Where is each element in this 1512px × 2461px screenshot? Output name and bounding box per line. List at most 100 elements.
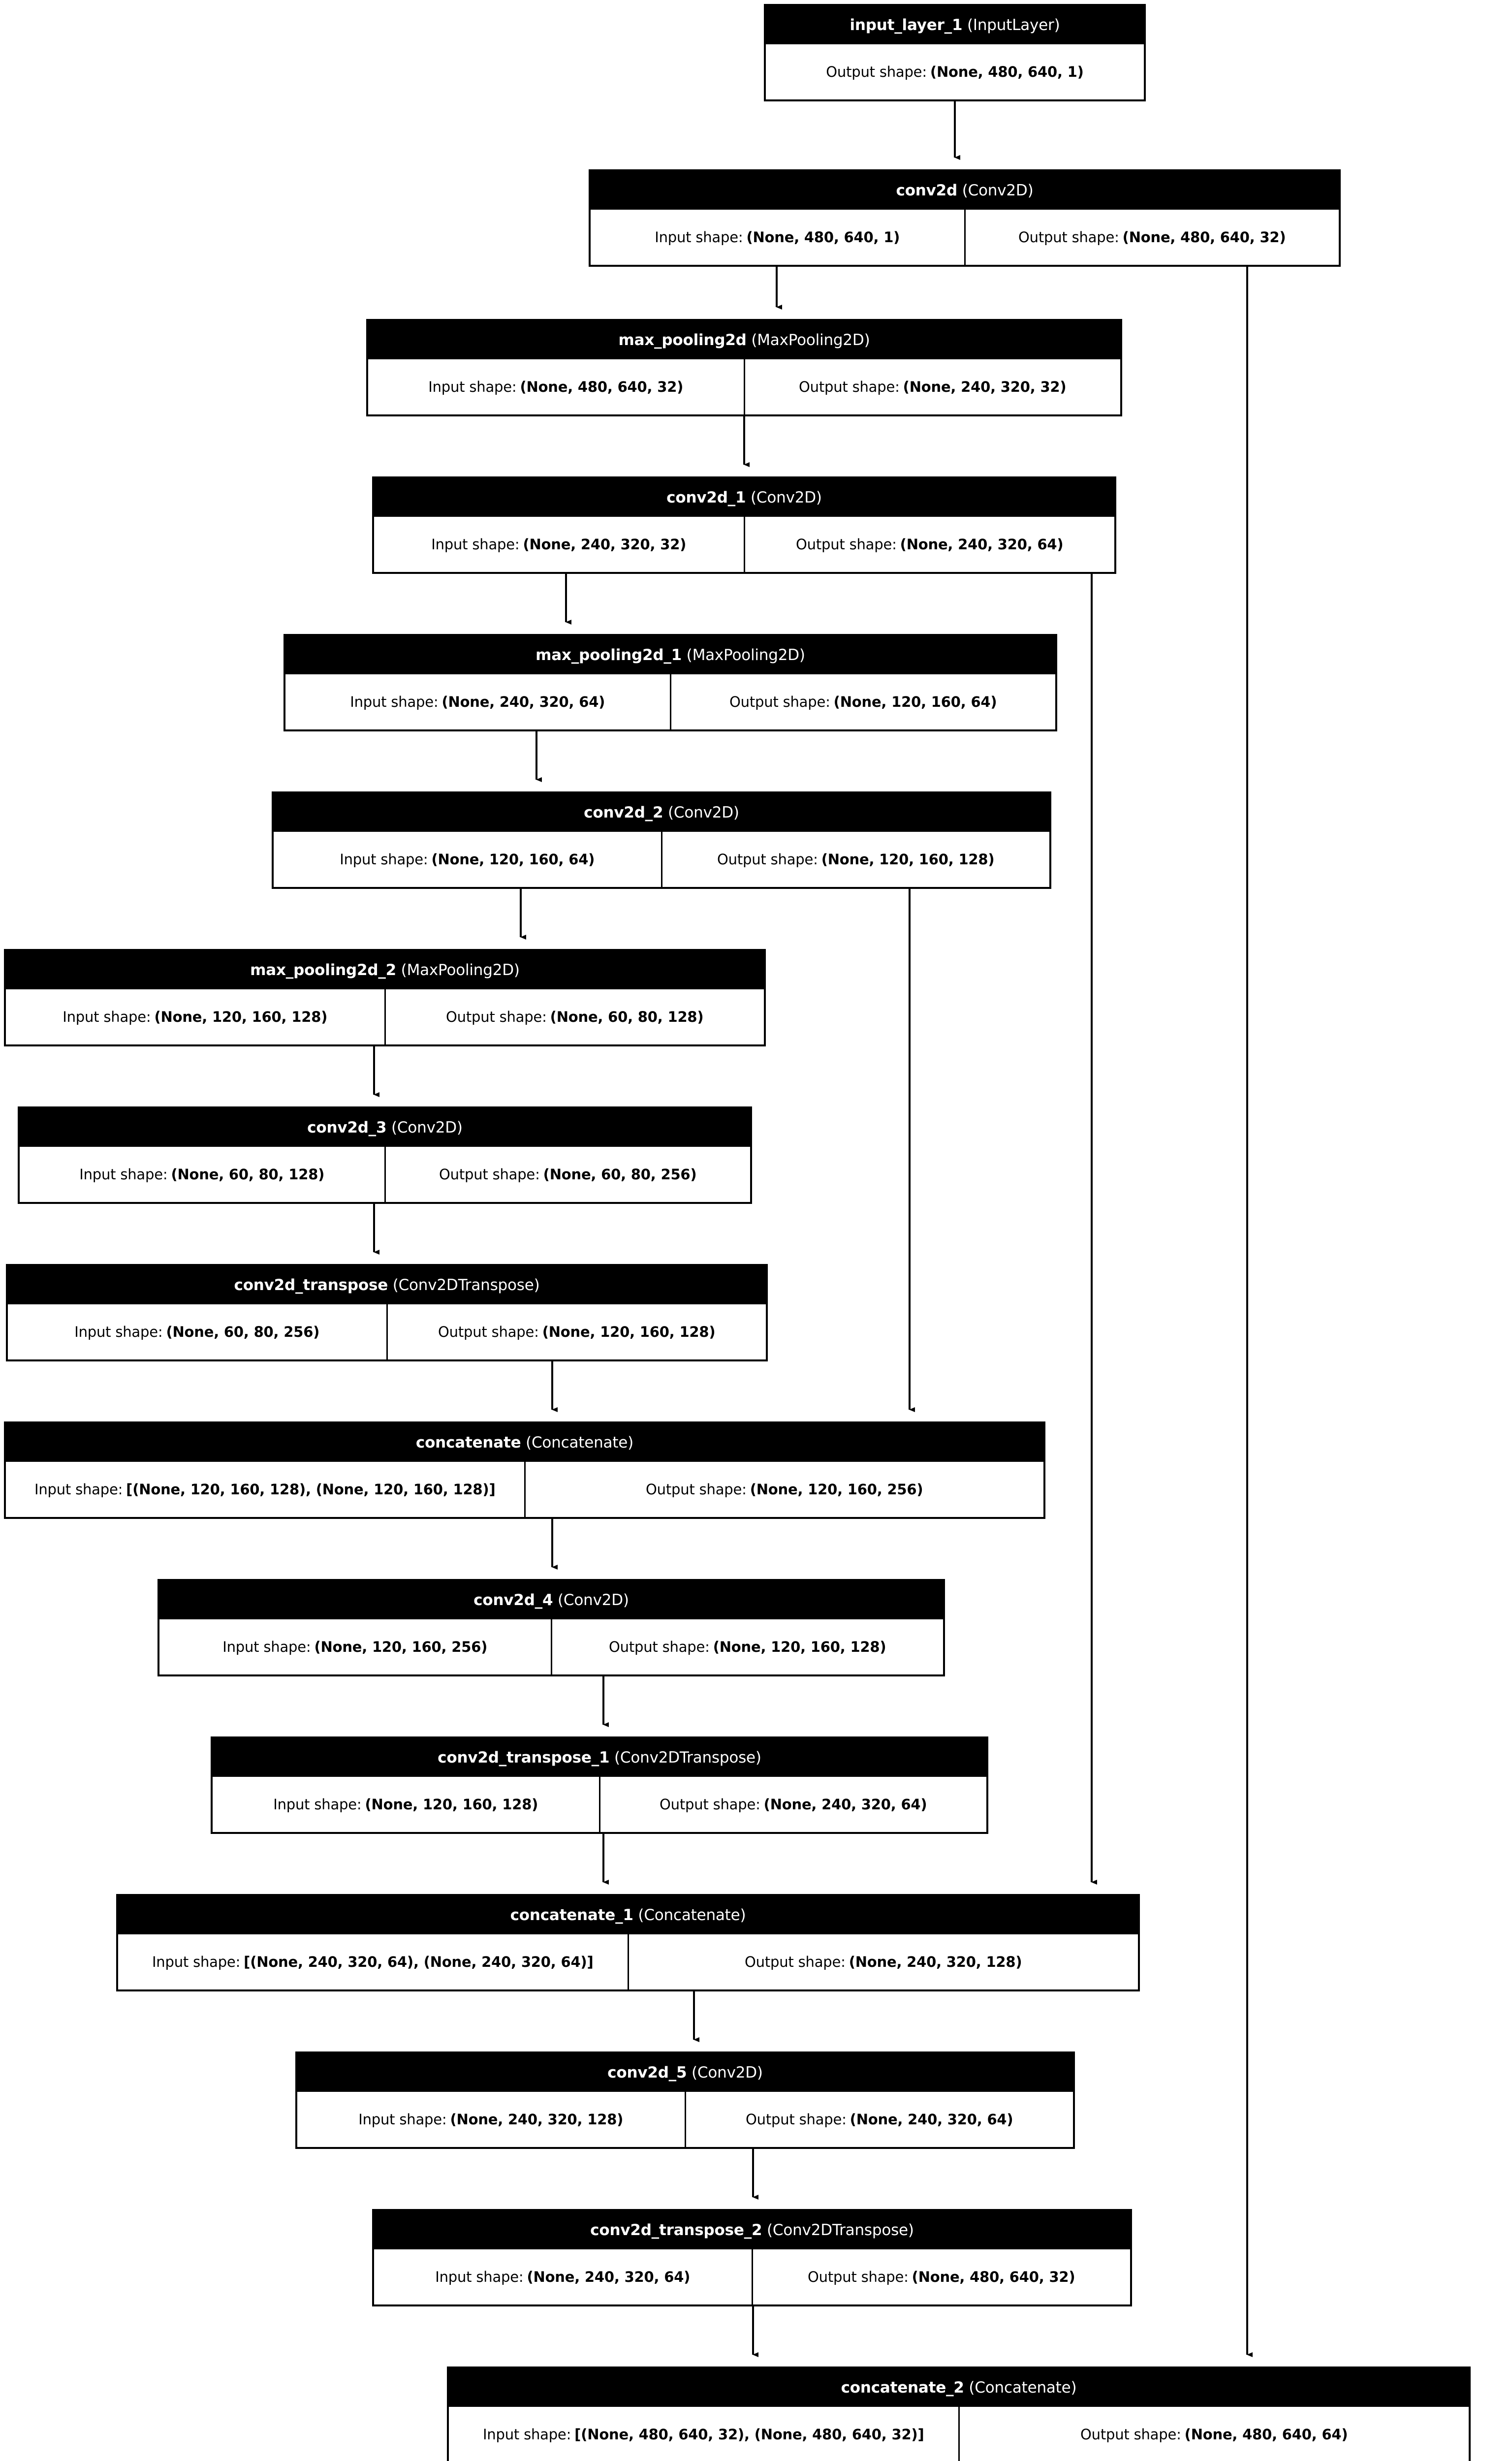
layer-name: concatenate_1 bbox=[510, 1906, 633, 1924]
output-shape-cell: Output shape:(None, 60, 80, 128) bbox=[384, 989, 764, 1044]
output-shape-cell: Output shape:(None, 240, 320, 32) bbox=[743, 359, 1121, 414]
input-shape-cell: Input shape:[(None, 240, 320, 64), (None… bbox=[118, 1934, 628, 1989]
output-shape-label: Output shape: bbox=[646, 1481, 747, 1498]
layer-node-conv2d_1[interactable]: conv2d_1 (Conv2D)Input shape:(None, 240,… bbox=[372, 476, 1116, 574]
output-shape-value: (None, 240, 320, 64) bbox=[763, 1796, 927, 1813]
input-shape-cell: Input shape:[(None, 120, 160, 128), (Non… bbox=[6, 1462, 524, 1517]
output-shape-label: Output shape: bbox=[446, 1009, 547, 1025]
layer-node-conv2d_2[interactable]: conv2d_2 (Conv2D)Input shape:(None, 120,… bbox=[272, 791, 1051, 889]
layer-node-conv2d_3[interactable]: conv2d_3 (Conv2D)Input shape:(None, 60, … bbox=[18, 1106, 752, 1204]
layer-title-space bbox=[964, 2379, 969, 2397]
output-shape-cell: Output shape:(None, 120, 160, 128) bbox=[550, 1619, 944, 1674]
output-shape-cell: Output shape:(None, 120, 160, 64) bbox=[669, 674, 1056, 729]
layer-name: conv2d_1 bbox=[666, 489, 746, 506]
layer-title-space bbox=[396, 961, 401, 979]
layer-class: (Concatenate) bbox=[969, 2379, 1077, 2397]
layer-node-max_pooling2d_1[interactable]: max_pooling2d_1 (MaxPooling2D)Input shap… bbox=[284, 634, 1057, 731]
layer-title-conv2d_2: conv2d_2 (Conv2D) bbox=[274, 793, 1049, 832]
input-shape-cell: Input shape:(None, 120, 160, 128) bbox=[213, 1777, 599, 1832]
layer-title-space bbox=[521, 1434, 526, 1451]
layer-class: (Conv2DTranspose) bbox=[614, 1749, 761, 1767]
output-shape-label: Output shape: bbox=[746, 2111, 847, 2128]
layer-node-input_layer_1[interactable]: input_layer_1 (InputLayer)Output shape:(… bbox=[764, 4, 1146, 101]
layer-title-space bbox=[388, 1276, 393, 1294]
input-shape-label: Input shape: bbox=[435, 2269, 524, 2285]
input-shape-cell: Input shape:(None, 480, 640, 32) bbox=[368, 359, 744, 414]
layer-node-max_pooling2d[interactable]: max_pooling2d (MaxPooling2D)Input shape:… bbox=[366, 319, 1122, 416]
output-shape-value: (None, 120, 160, 128) bbox=[821, 851, 995, 868]
layer-name: conv2d bbox=[896, 182, 958, 199]
layer-title-concatenate_1: concatenate_1 (Concatenate) bbox=[118, 1896, 1138, 1934]
output-shape-cell: Output shape:(None, 120, 160, 128) bbox=[661, 832, 1050, 887]
input-shape-value: (None, 240, 320, 32) bbox=[523, 536, 687, 553]
layer-node-conv2d_5[interactable]: conv2d_5 (Conv2D)Input shape:(None, 240,… bbox=[295, 2051, 1075, 2149]
input-shape-label: Input shape: bbox=[273, 1796, 362, 1813]
layer-shapes-max_pooling2d: Input shape:(None, 480, 640, 32)Output s… bbox=[368, 359, 1120, 414]
layer-node-conv2d_transpose_1[interactable]: conv2d_transpose_1 (Conv2DTranspose)Inpu… bbox=[211, 1736, 988, 1834]
output-shape-value: (None, 240, 320, 64) bbox=[900, 536, 1064, 553]
layer-title-conv2d_1: conv2d_1 (Conv2D) bbox=[374, 478, 1114, 517]
input-shape-label: Input shape: bbox=[74, 1324, 163, 1340]
output-shape-value: (None, 240, 320, 64) bbox=[850, 2111, 1013, 2128]
layer-shapes-concatenate_1: Input shape:[(None, 240, 320, 64), (None… bbox=[118, 1934, 1138, 1989]
layer-class: (MaxPooling2D) bbox=[686, 646, 805, 664]
input-shape-value: (None, 60, 80, 256) bbox=[166, 1324, 320, 1340]
layer-node-conv2d_transpose_2[interactable]: conv2d_transpose_2 (Conv2DTranspose)Inpu… bbox=[372, 2209, 1132, 2306]
layer-title-conv2d_3: conv2d_3 (Conv2D) bbox=[20, 1108, 750, 1147]
input-shape-label: Input shape: bbox=[152, 1954, 241, 1970]
output-shape-value: (None, 60, 80, 256) bbox=[543, 1166, 697, 1183]
layer-title-space bbox=[633, 1906, 638, 1924]
layer-name: max_pooling2d_2 bbox=[250, 961, 397, 979]
layer-class: (Conv2D) bbox=[391, 1119, 463, 1136]
layer-name: conv2d_2 bbox=[584, 804, 663, 821]
input-shape-cell: Input shape:(None, 60, 80, 128) bbox=[20, 1147, 384, 1202]
input-shape-value: (None, 240, 320, 64) bbox=[441, 694, 605, 710]
layer-name: conv2d_transpose_1 bbox=[438, 1749, 610, 1767]
layer-title-space bbox=[386, 1119, 391, 1136]
layer-node-concatenate_2[interactable]: concatenate_2 (Concatenate) Input shape:[… bbox=[447, 2366, 1471, 2461]
layer-shapes-conv2d_1: Input shape:(None, 240, 320, 32) Output s… bbox=[374, 517, 1114, 572]
output-shape-label: Output shape: bbox=[796, 536, 897, 553]
input-shape-label: Input shape: bbox=[655, 229, 743, 246]
layer-shapes-conv2d_5: Input shape:(None, 240, 320, 128)Output … bbox=[297, 2092, 1073, 2147]
layer-title-max_pooling2d_1: max_pooling2d_1 (MaxPooling2D) bbox=[285, 636, 1055, 674]
layer-name: concatenate_2 bbox=[841, 2379, 964, 2397]
layer-title-conv2d_transpose_1: conv2d_transpose_1 (Conv2DTranspose) bbox=[213, 1738, 986, 1777]
layer-class: (Conv2D) bbox=[692, 2064, 763, 2082]
output-shape-cell: Output shape:(None, 480, 640, 1) bbox=[766, 44, 1144, 99]
layer-shapes-conv2d: Input shape:(None, 480, 640, 1)Output sh… bbox=[591, 210, 1339, 265]
layer-shapes-conv2d_transpose: Input shape:(None, 60, 80, 256)Output sh… bbox=[8, 1304, 766, 1359]
output-shape-cell: Output shape:(None, 480, 640, 64) bbox=[958, 2407, 1469, 2461]
layer-class: (Concatenate) bbox=[526, 1434, 634, 1451]
output-shape-value: (None, 240, 320, 32) bbox=[903, 379, 1067, 395]
output-shape-cell: Output shape:(None, 480, 640, 32) bbox=[751, 2249, 1131, 2304]
layer-node-conv2d_4[interactable]: conv2d_4 (Conv2D)Input shape:(None, 120,… bbox=[158, 1579, 945, 1676]
layer-node-concatenate_1[interactable]: concatenate_1 (Concatenate)Input shape:[… bbox=[116, 1894, 1140, 1991]
output-shape-label: Output shape: bbox=[1080, 2426, 1181, 2443]
output-shape-cell: Output shape:(None, 480, 640, 32) bbox=[964, 210, 1339, 265]
layer-shapes-input_layer_1: Output shape:(None, 480, 640, 1) bbox=[766, 44, 1144, 99]
layer-node-conv2d_transpose[interactable]: conv2d_transpose (Conv2DTranspose)Input … bbox=[6, 1264, 768, 1361]
input-shape-label: Input shape: bbox=[431, 536, 520, 553]
layer-shapes-concatenate_2: Input shape:[(None, 480, 640, 32), (None… bbox=[449, 2407, 1469, 2461]
layer-node-max_pooling2d_2[interactable]: max_pooling2d_2 (MaxPooling2D)Input shap… bbox=[4, 949, 766, 1046]
layer-shapes-conv2d_2: Input shape:(None, 120, 160, 64)Output s… bbox=[274, 832, 1049, 887]
layer-shapes-concatenate: Input shape:[(None, 120, 160, 128), (Non… bbox=[6, 1462, 1043, 1517]
output-shape-value: (None, 480, 640, 32) bbox=[1122, 229, 1286, 246]
output-shape-cell: Output shape:(None, 240, 320, 64) bbox=[598, 1777, 987, 1832]
input-shape-cell: Input shape:(None, 120, 160, 128) bbox=[6, 989, 384, 1044]
layer-title-max_pooling2d_2: max_pooling2d_2 (MaxPooling2D) bbox=[6, 951, 764, 989]
layer-node-conv2d[interactable]: conv2d (Conv2D)Input shape:(None, 480, 6… bbox=[589, 169, 1341, 267]
input-shape-label: Input shape: bbox=[222, 1639, 311, 1655]
layer-name: concatenate bbox=[415, 1434, 521, 1451]
layer-title-max_pooling2d: max_pooling2d (MaxPooling2D) bbox=[368, 321, 1120, 359]
input-shape-label: Input shape: bbox=[340, 851, 428, 868]
input-shape-cell: Input shape:[(None, 480, 640, 32), (None… bbox=[449, 2407, 958, 2461]
output-shape-value: (None, 120, 160, 64) bbox=[833, 694, 997, 710]
layer-title-conv2d_transpose: conv2d_transpose (Conv2DTranspose) bbox=[8, 1266, 766, 1304]
output-shape-cell: Output shape:(None, 60, 80, 256) bbox=[384, 1147, 751, 1202]
input-shape-label: Input shape: bbox=[482, 2426, 571, 2443]
input-shape-cell: Input shape:(None, 240, 320, 32) bbox=[374, 517, 744, 572]
layer-node-concatenate[interactable]: concatenate (Concatenate)Input shape:[(N… bbox=[4, 1421, 1045, 1519]
input-shape-value: (None, 240, 320, 128) bbox=[450, 2111, 624, 2128]
